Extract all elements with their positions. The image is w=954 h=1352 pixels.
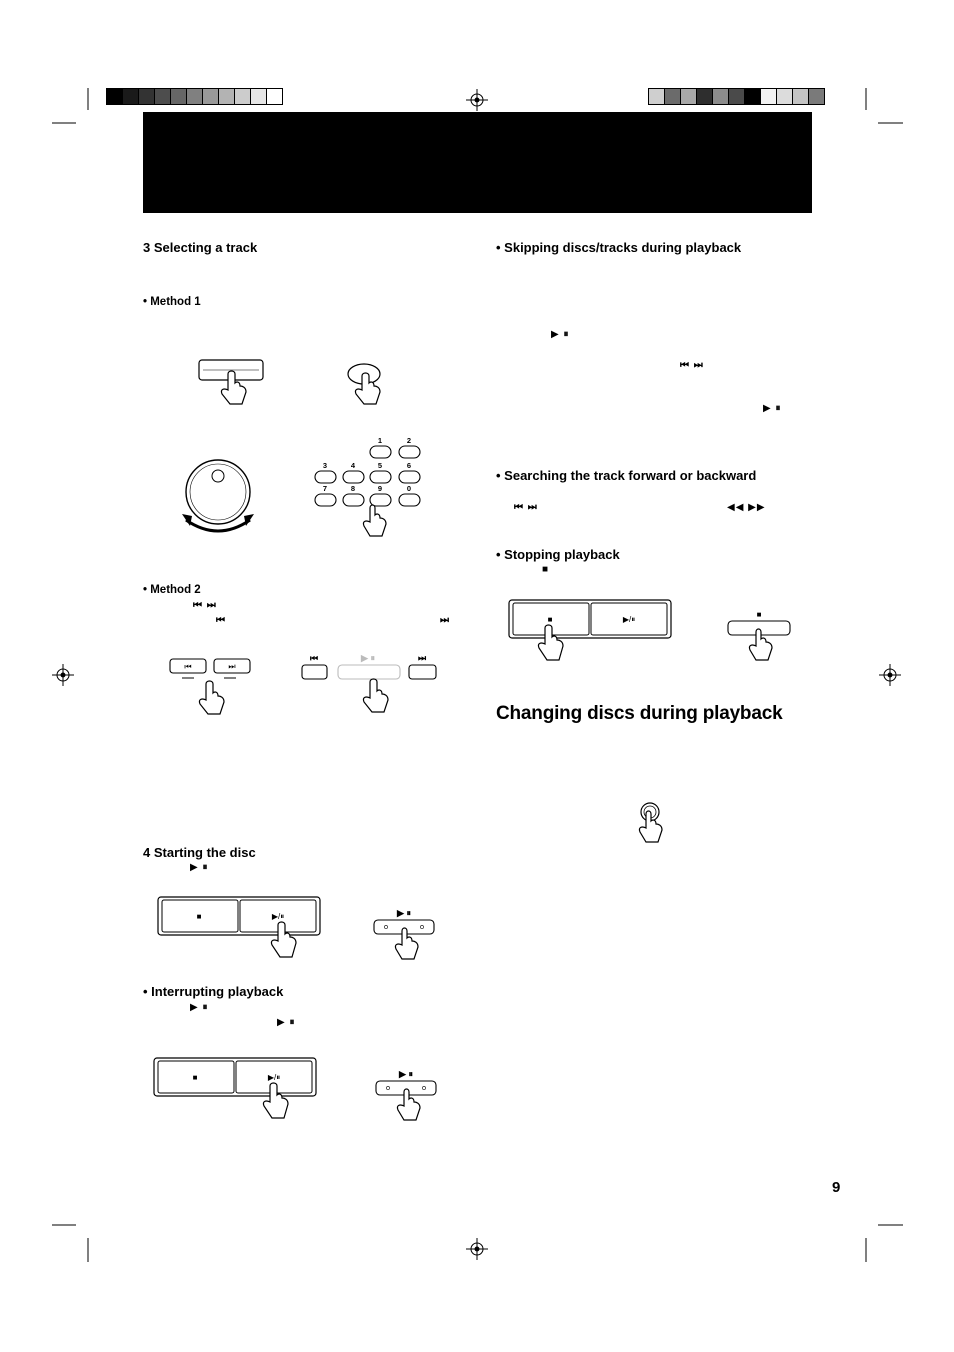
grayscale-left-swatch: [170, 88, 187, 105]
interrupt-play-symbol-2: ▶ ⏸: [277, 1017, 296, 1028]
keypad-label: 9: [378, 484, 382, 493]
skip-prev-next-symbols: ⏮ ⏭: [680, 360, 704, 371]
rm-prev-label: ⏮: [310, 653, 318, 663]
grayscale-left-swatch: [234, 88, 251, 105]
interrupt-play-symbol-1: ▶ ⏸: [190, 1002, 209, 1013]
disc-button-illustration: [198, 359, 264, 405]
keypad-label: 2: [407, 436, 411, 445]
method2-prev-symbol: ⏮: [216, 615, 226, 626]
play-pause-top-label: ▶ ⏸: [396, 908, 411, 918]
grayscale-right-swatch: [648, 88, 665, 105]
method2-skip-symbols: ⏮ ⏭: [193, 600, 217, 611]
rm-next-label: ⏭: [418, 653, 427, 663]
multi-jog-dial-illustration: [182, 459, 254, 533]
stop-symbol-label: ■: [757, 610, 762, 619]
play-pause-symbol-label: ▶/⏸: [272, 912, 284, 921]
keypad-label: 6: [407, 461, 411, 470]
method2-next-symbol: ⏭: [440, 615, 450, 626]
registration-mark-right: [879, 664, 901, 686]
search-skip-symbols: ⏮ ⏭: [514, 502, 538, 513]
grayscale-left-swatch: [202, 88, 219, 105]
keypad-label: 0: [407, 484, 411, 493]
remote-play-button-illustration-1: ▶ ⏸: [373, 908, 435, 960]
step4-heading: 4 Starting the disc: [143, 845, 256, 860]
remote-stop-button-illustration: ■: [727, 610, 791, 661]
grayscale-right-swatch: [792, 88, 809, 105]
skip-heading: • Skipping discs/tracks during playback: [496, 240, 742, 255]
stop-symbol-label: ■: [193, 1073, 198, 1082]
grayscale-right-swatch: [696, 88, 713, 105]
grayscale-left-swatch: [250, 88, 267, 105]
grayscale-right-swatch: [664, 88, 681, 105]
grayscale-left-swatch: [106, 88, 123, 105]
keypad-label: 7: [323, 484, 327, 493]
stop-play-buttons-illustration-1: ■ ▶/⏸: [157, 896, 321, 958]
grayscale-left-swatch: [266, 88, 283, 105]
step3-heading: 3 Selecting a track: [143, 240, 258, 255]
keypad-label: 4: [351, 461, 356, 470]
grayscale-right-swatch: [808, 88, 825, 105]
numeric-keypad-illustration: 1 2 3 4 5 6 7 8 9 0: [314, 436, 421, 537]
registration-mark-top: [466, 89, 488, 111]
keypad-label: 3: [323, 461, 327, 470]
grayscale-bar-right: [648, 88, 825, 105]
skip-play-symbol: ▶ ⏸: [551, 329, 570, 340]
registration-mark-left: [52, 664, 74, 686]
method1-label: • Method 1: [143, 296, 201, 308]
remote-disc-button-illustration: [347, 363, 381, 405]
grayscale-right-swatch: [776, 88, 793, 105]
disc-change-button-illustration: [638, 802, 663, 843]
stop-button-illustration: ■ ▶/⏸: [508, 599, 672, 661]
grayscale-right-swatch: [712, 88, 729, 105]
interrupt-heading: • Interrupting playback: [143, 984, 284, 999]
page-number: 9: [832, 1179, 841, 1196]
search-fast-symbols: ◀◀ ▶▶: [727, 502, 766, 513]
grayscale-right-swatch: [744, 88, 761, 105]
grayscale-left-swatch: [138, 88, 155, 105]
method2-label: • Method 2: [143, 584, 201, 596]
grayscale-left-swatch: [122, 88, 139, 105]
grayscale-left-swatch: [154, 88, 171, 105]
grayscale-right-swatch: [680, 88, 697, 105]
keypad-label: 5: [378, 461, 382, 470]
rm-play-label: ▶ ⏸: [360, 653, 375, 663]
skip-play-symbol-2: ▶ ⏸: [763, 403, 782, 414]
stop-symbol-label: ■: [548, 615, 553, 624]
stop-heading: • Stopping playback: [496, 547, 620, 562]
step4-play-symbol: ▶ ⏸: [190, 862, 209, 873]
registration-mark-bottom: [466, 1238, 488, 1260]
grayscale-bar-left: [106, 88, 283, 105]
sk-prev-label: ⏮: [184, 662, 191, 671]
search-heading: • Searching the track forward or backwar…: [496, 468, 757, 483]
changing-discs-heading: Changing discs during playback: [496, 703, 783, 724]
skip-buttons-illustration: ⏮ ⏭: [169, 658, 251, 715]
keypad-label: 1: [378, 436, 382, 445]
grayscale-left-swatch: [186, 88, 203, 105]
header-band: [143, 112, 812, 213]
play-pause-symbol-label: ▶/⏸: [623, 615, 635, 624]
grayscale-right-swatch: [760, 88, 777, 105]
play-pause-top-label: ▶ ⏸: [398, 1069, 413, 1079]
grayscale-left-swatch: [218, 88, 235, 105]
keypad-label: 8: [351, 484, 355, 493]
sk-next-label: ⏭: [228, 662, 235, 671]
stop-symbol: ■: [542, 564, 550, 575]
stop-play-buttons-illustration-2: ■ ▶/⏸: [153, 1057, 317, 1119]
play-pause-symbol-label: ▶/⏸: [268, 1073, 280, 1082]
remote-play-button-illustration-2: ▶ ⏸: [375, 1069, 437, 1121]
stop-symbol-label: ■: [197, 912, 202, 921]
remote-skip-buttons-illustration: ⏮ ▶ ⏸ ⏭: [301, 653, 437, 713]
grayscale-right-swatch: [728, 88, 745, 105]
